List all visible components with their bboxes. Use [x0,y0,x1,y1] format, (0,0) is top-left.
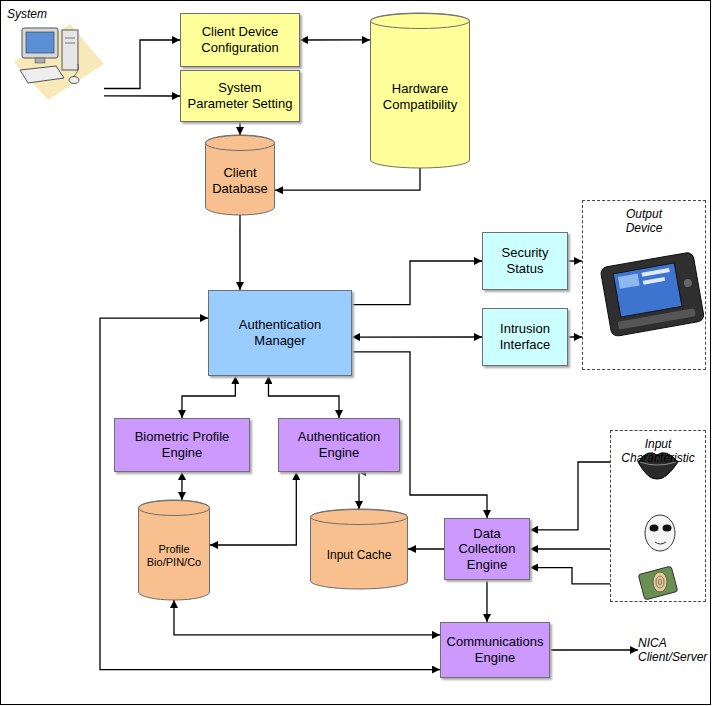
database-cylinder: Client Database [205,135,275,215]
computer-icon [14,24,104,100]
endpoint-label: NICA Client/Server [638,630,706,670]
cylinder-top [206,136,275,151]
interface-box: Intrusion Interface [482,308,568,366]
config-box: System Parameter Setting [180,70,300,122]
connector-arrow [530,462,610,530]
node-label: System [7,7,47,21]
node-label: Client Database [209,165,271,196]
face-icon [645,515,675,551]
system-icon-group: System [4,4,104,100]
connector-arrow [239,122,240,135]
database-cylinder: Hardware Compatibility [370,13,470,168]
cylinder-top [139,501,210,516]
connector-arrow [408,548,444,549]
node-label: Intrusion Interface [489,321,561,352]
engine-box: Data Collection Engine [444,518,530,580]
connector-arrow [210,472,296,545]
connector-arrow [550,649,638,650]
node-label: Hardware Compatibility [374,81,466,112]
fingerprint-icon [638,566,678,600]
connector-arrow [275,168,420,190]
connector-arrow [182,376,235,418]
connector-arrow [568,260,582,261]
connector-arrow [104,40,180,88]
node-label: Biometric Profile Engine [121,429,243,460]
cylinder-body [139,500,210,600]
cylinder-body [206,135,275,215]
device-group: Output Device [582,200,706,370]
node-label: Authentication Engine [285,429,393,460]
engine-box: Communications Engine [440,622,550,678]
connector-arrow [181,472,182,500]
node-label: Communications Engine [447,634,544,665]
engine-box: Biometric Profile Engine [114,418,250,472]
connector-arrow [239,215,240,290]
cylinder-top [371,14,470,29]
connector-arrow [530,568,610,584]
node-label: System Parameter Setting [187,80,293,111]
connector-arrow [352,261,482,305]
connector-arrow [486,580,487,622]
node-label: Data Collection Engine [451,526,523,573]
connector-arrow [268,376,339,418]
tablet-device-icon [600,252,705,337]
database-cylinder: Input Cache [310,509,408,589]
node-label: Security Status [489,245,561,276]
connector-arrow [357,472,359,509]
input-group: Input Characteristic [610,430,706,602]
node-label: Input Characteristic [617,437,699,466]
node-label: NICA Client/Server [638,636,707,665]
connector-arrow [104,95,180,96]
connector-arrow [352,336,482,337]
connector-arrow [300,39,370,40]
node-label: Input Cache [327,548,392,562]
config-box: Client Device Configuration [180,13,300,67]
node-label: Authentication Manager [215,317,345,348]
database-cylinder: Profile Bio/PIN/Co [138,500,210,600]
cylinder-body [311,509,408,589]
connector-arrow [530,548,610,549]
node-label: Profile Bio/PIN/Co [142,543,206,569]
interface-box: Security Status [482,232,568,290]
cylinder-top [311,510,408,525]
node-label: Client Device Configuration [187,24,293,55]
connector-arrow [568,336,582,337]
connector-arrow [174,600,440,635]
node-label: Output Device [614,207,674,236]
engine-box: Authentication Engine [278,418,400,472]
manager-box: Authentication Manager [208,290,352,376]
cylinder-body [371,13,470,168]
